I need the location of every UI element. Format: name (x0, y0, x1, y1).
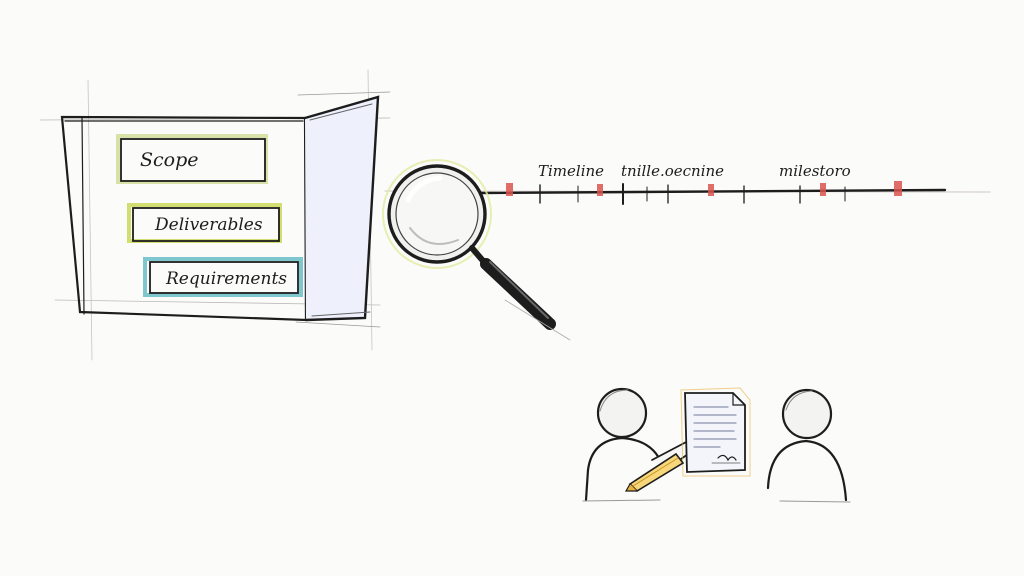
item-deliverables-label: Deliverables (154, 215, 263, 235)
item-scope-highlight (116, 134, 268, 184)
item-requirements-box (149, 261, 299, 294)
milestone-marker (708, 184, 714, 196)
item-deliverables: Deliverables (127, 203, 282, 243)
magnifying-glass-icon (382, 159, 571, 341)
item-scope: Scope (116, 134, 268, 184)
item-scope-box (120, 138, 266, 182)
milestone-marker (506, 183, 513, 196)
item-scope-label: Scope (140, 149, 199, 171)
item-requirements: Requirements (143, 257, 303, 297)
timeline-label-1: Timeline (538, 162, 604, 180)
document-panel (39, 69, 391, 361)
milestone-marker (820, 183, 826, 196)
handshake-scene (582, 387, 851, 503)
timeline-label-2: tnille.oecnine (621, 162, 724, 180)
person-icon (766, 388, 851, 503)
timeline-label-3: milestoro (779, 162, 851, 180)
item-requirements-label: Requirements (165, 269, 287, 289)
signature (717, 454, 737, 462)
item-deliverables-box (132, 207, 280, 242)
person-icon (582, 387, 662, 502)
pencil-icon (624, 452, 685, 493)
milestone-marker (894, 181, 902, 196)
item-requirements-highlight (143, 257, 303, 297)
milestone-marker (597, 184, 603, 196)
contract-document-icon (680, 387, 751, 477)
